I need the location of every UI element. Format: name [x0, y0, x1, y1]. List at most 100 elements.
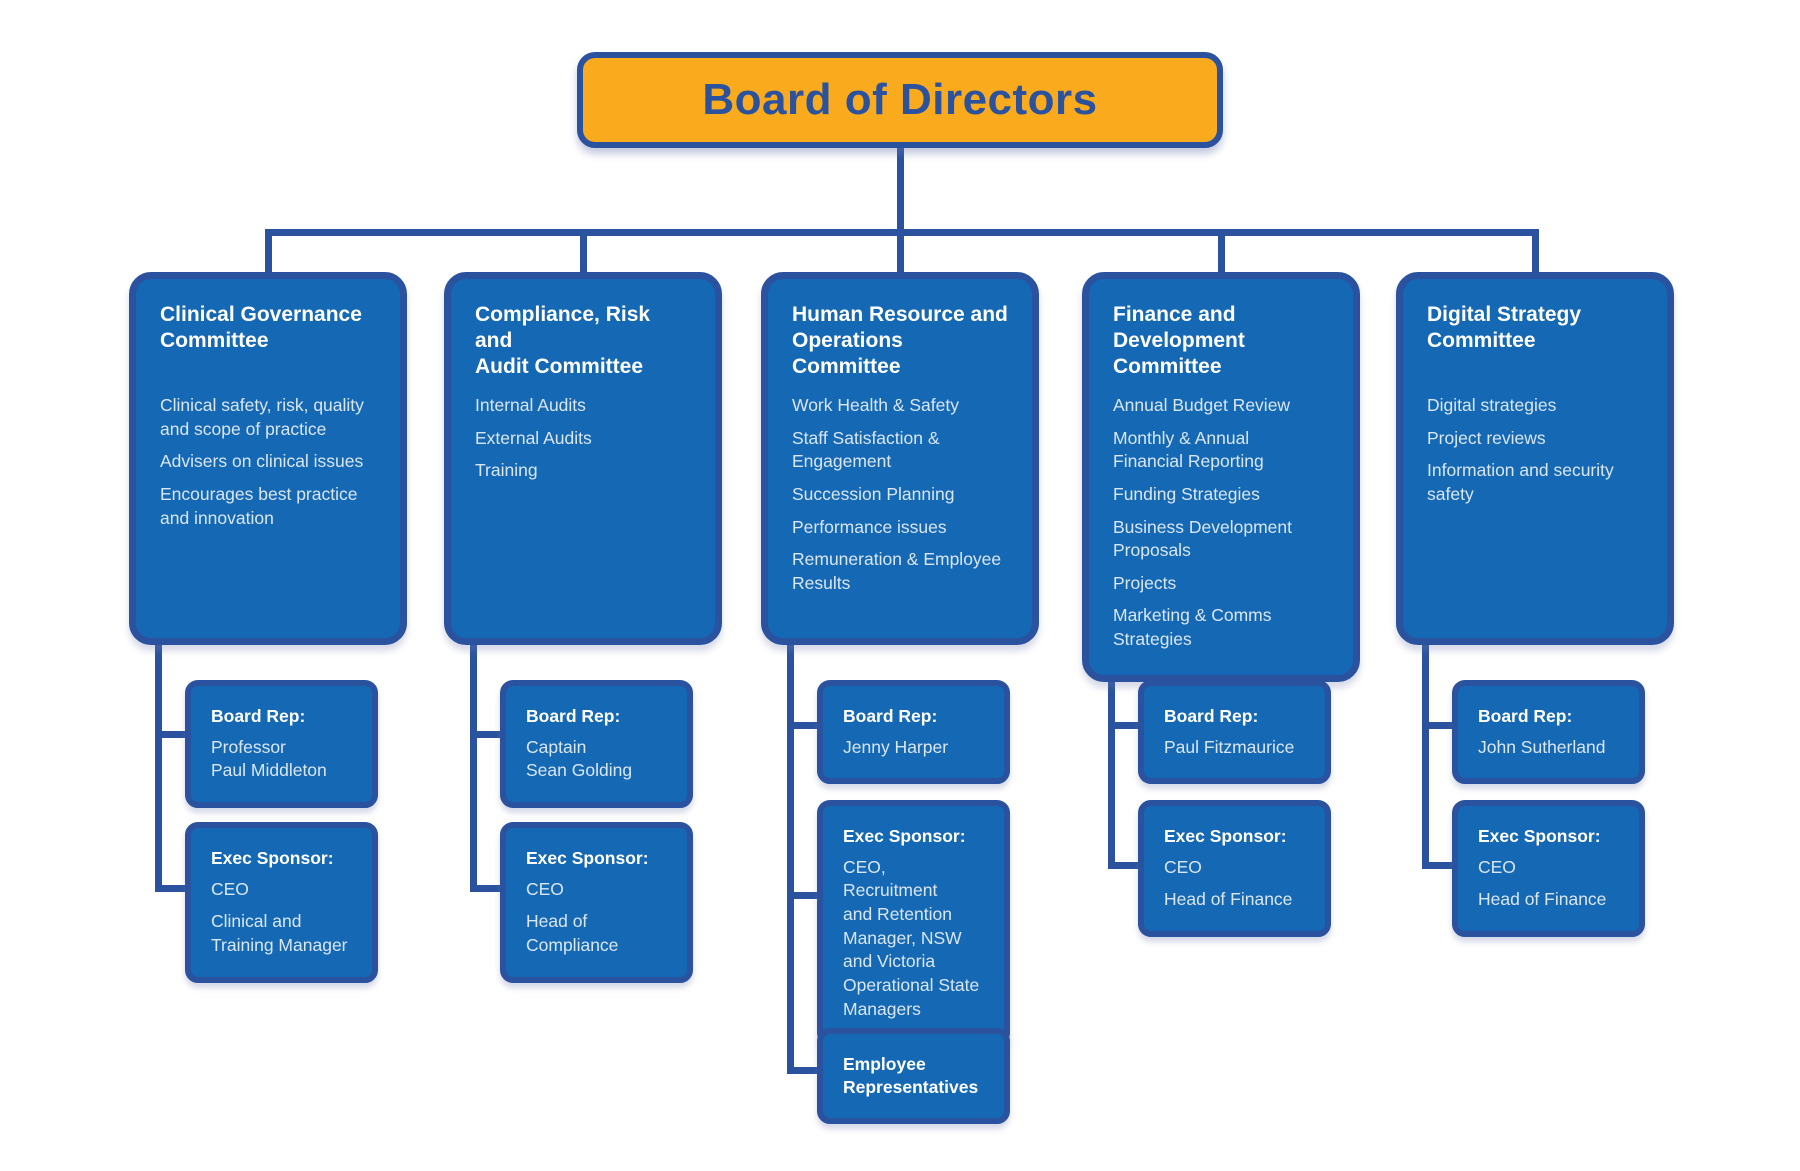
committee-name: Digital Strategy Committee	[1427, 303, 1582, 353]
committee-item: Projects	[1113, 572, 1177, 593]
connector-subbox-stub	[787, 891, 820, 899]
committee-item: Clinical safety, risk, quality and scope…	[160, 395, 364, 439]
connector-subbox-stub	[1108, 861, 1141, 869]
employee-representatives-box: Employee Representatives	[817, 1028, 1010, 1124]
board-rep-label: Board Rep:	[843, 706, 938, 726]
committee-item: Information and security safety	[1427, 460, 1614, 504]
committee-box: Clinical Governance Committee Clinical s…	[129, 272, 407, 645]
exec-sponsor-name: CEO	[1164, 856, 1202, 877]
exec-sponsor-names: CEO Clinical and Training Manager	[211, 878, 352, 958]
connector-subbox-stub	[155, 885, 188, 892]
committee-items: Clinical safety, risk, quality and scope…	[160, 394, 376, 530]
exec-sponsor-name: CEO	[526, 878, 564, 899]
connector-column-vertical	[470, 630, 477, 892]
committee-name: Clinical Governance Committee	[160, 303, 362, 353]
exec-sponsor-label: Exec Sponsor:	[211, 848, 334, 868]
committee-item: Succession Planning	[792, 483, 955, 504]
committee-item: Digital strategies	[1427, 395, 1557, 415]
committee-box: Finance and Development Committee Annual…	[1082, 272, 1360, 682]
connector-board-vertical	[896, 140, 904, 236]
connector-top-stub	[1531, 229, 1539, 272]
exec-sponsor-name: Head of Compliance	[526, 911, 619, 955]
board-rep-label: Board Rep:	[211, 706, 306, 726]
board-rep-label: Board Rep:	[526, 706, 621, 726]
connector-subbox-stub	[470, 730, 503, 738]
connector-top-stub	[896, 229, 904, 272]
committee-box: Compliance, Risk and Audit Committee Int…	[444, 272, 722, 645]
exec-sponsor-box: Exec Sponsor: CEO, Recruitment and Reten…	[817, 800, 1010, 1047]
committee-item: Staff Satisfaction & Engagement	[792, 427, 940, 472]
committee-item: Business Development Proposals	[1113, 516, 1292, 561]
exec-sponsor-names: CEO, Recruitment and Retention Manager, …	[843, 856, 984, 1021]
committee-item: Internal Audits	[475, 395, 586, 415]
committee-item: Monthly & Annual Financial Reporting	[1113, 427, 1264, 472]
committee-item: Remuneration & Employee Results	[792, 549, 1002, 593]
exec-sponsor-name: Clinical and Training Manager	[211, 911, 348, 955]
committee-item: Performance issues	[792, 516, 947, 537]
committee-item: Marketing & Comms Strategies	[1113, 605, 1272, 649]
committee-item: External Audits	[475, 427, 592, 448]
committee-box: Digital Strategy Committee Digital strat…	[1396, 272, 1674, 645]
connector-column-vertical	[155, 630, 162, 892]
connector-subbox-stub	[787, 1067, 820, 1074]
committee-box: Human Resource and Operations Committee …	[761, 272, 1039, 645]
employee-representatives-label: Employee Representatives	[843, 1054, 979, 1097]
committee-item: Encourages best practice and innovation	[160, 483, 358, 528]
board-rep-label: Board Rep:	[1478, 706, 1573, 726]
connector-top-stub	[1217, 229, 1225, 272]
committee-name: Human Resource and Operations Committee	[792, 303, 1008, 379]
board-rep-box: Board Rep: Professor Paul Middleton	[185, 680, 378, 808]
board-of-directors-box: Board of Directors	[577, 52, 1223, 148]
committee-item: Training	[475, 460, 538, 481]
exec-sponsor-label: Exec Sponsor:	[843, 826, 966, 846]
committee-name: Compliance, Risk and Audit Committee	[475, 303, 651, 379]
committee-item: Advisers on clinical issues	[160, 451, 364, 472]
exec-sponsor-names: CEO Head of Finance	[1478, 856, 1619, 912]
committee-item: Project reviews	[1427, 427, 1546, 448]
committee-name: Finance and Development Committee	[1113, 303, 1245, 379]
board-rep-name: Paul Fitzmaurice	[1164, 736, 1295, 757]
exec-sponsor-names: CEO Head of Finance	[1164, 856, 1305, 912]
committee-item: Annual Budget Review	[1113, 395, 1291, 415]
connector-subbox-stub	[1108, 721, 1141, 729]
board-rep-name: John Sutherland	[1478, 736, 1606, 757]
exec-sponsor-box: Exec Sponsor: CEO Head of Compliance	[500, 822, 693, 983]
board-rep-name: Jenny Harper	[843, 736, 949, 757]
board-rep-box: Board Rep: John Sutherland	[1452, 680, 1645, 785]
exec-sponsor-box: Exec Sponsor: CEO Head of Finance	[1138, 800, 1331, 937]
board-rep-name: Captain Sean Golding	[526, 736, 633, 781]
exec-sponsor-name: CEO, Recruitment and Retention Manager, …	[843, 856, 980, 1019]
board-of-directors-title: Board of Directors	[702, 75, 1098, 124]
connector-subbox-stub	[787, 721, 820, 729]
board-rep-box: Board Rep: Paul Fitzmaurice	[1138, 680, 1331, 785]
board-rep-name: Professor Paul Middleton	[211, 736, 327, 781]
committee-item: Work Health & Safety	[792, 395, 959, 415]
exec-sponsor-names: CEO Head of Compliance	[526, 878, 667, 958]
connector-column-vertical	[1422, 630, 1429, 869]
connector-subbox-stub	[1422, 721, 1455, 729]
exec-sponsor-box: Exec Sponsor: CEO Clinical and Training M…	[185, 822, 378, 983]
exec-sponsor-box: Exec Sponsor: CEO Head of Finance	[1452, 800, 1645, 937]
connector-top-stub	[579, 229, 587, 272]
connector-subbox-stub	[470, 885, 503, 892]
connector-subbox-stub	[1422, 861, 1455, 869]
committee-item: Funding Strategies	[1113, 483, 1260, 504]
board-rep-box: Board Rep: Captain Sean Golding	[500, 680, 693, 808]
exec-sponsor-name: CEO	[1478, 856, 1516, 877]
exec-sponsor-name: CEO	[211, 878, 249, 899]
exec-sponsor-label: Exec Sponsor:	[1478, 826, 1601, 846]
exec-sponsor-label: Exec Sponsor:	[1164, 826, 1287, 846]
connector-subbox-stub	[155, 730, 188, 738]
exec-sponsor-label: Exec Sponsor:	[526, 848, 649, 868]
connector-column-vertical	[787, 630, 794, 1074]
board-rep-label: Board Rep:	[1164, 706, 1259, 726]
exec-sponsor-name: Head of Finance	[1164, 889, 1293, 910]
connector-top-stub	[264, 229, 272, 272]
connector-column-vertical	[1108, 630, 1115, 869]
exec-sponsor-name: Head of Finance	[1478, 889, 1607, 910]
